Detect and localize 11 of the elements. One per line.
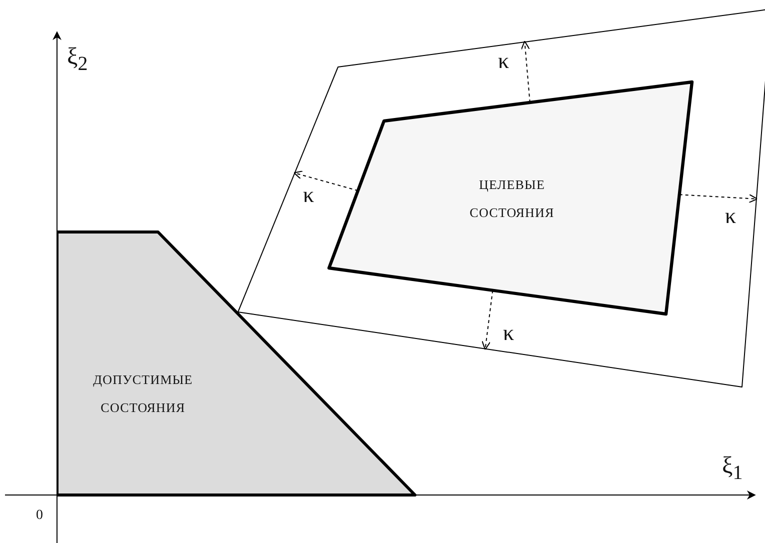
arrow xyxy=(293,170,358,192)
region-label: ЦЕЛЕВЫЕ СОСТОЯНИЯ xyxy=(468,176,556,222)
admissible-region xyxy=(57,230,418,497)
axis-label: ξ$_{1}$ xyxy=(722,454,743,483)
axis-label: ξ$_{2}$ xyxy=(67,45,88,74)
target-region xyxy=(326,79,696,317)
region-label: ДОПУСТИМЫЕ СОСТОЯНИЯ xyxy=(92,371,194,417)
arrow xyxy=(520,40,530,104)
origin-label: 0 xyxy=(36,509,43,523)
arrow xyxy=(678,194,758,204)
arrow xyxy=(482,290,494,350)
